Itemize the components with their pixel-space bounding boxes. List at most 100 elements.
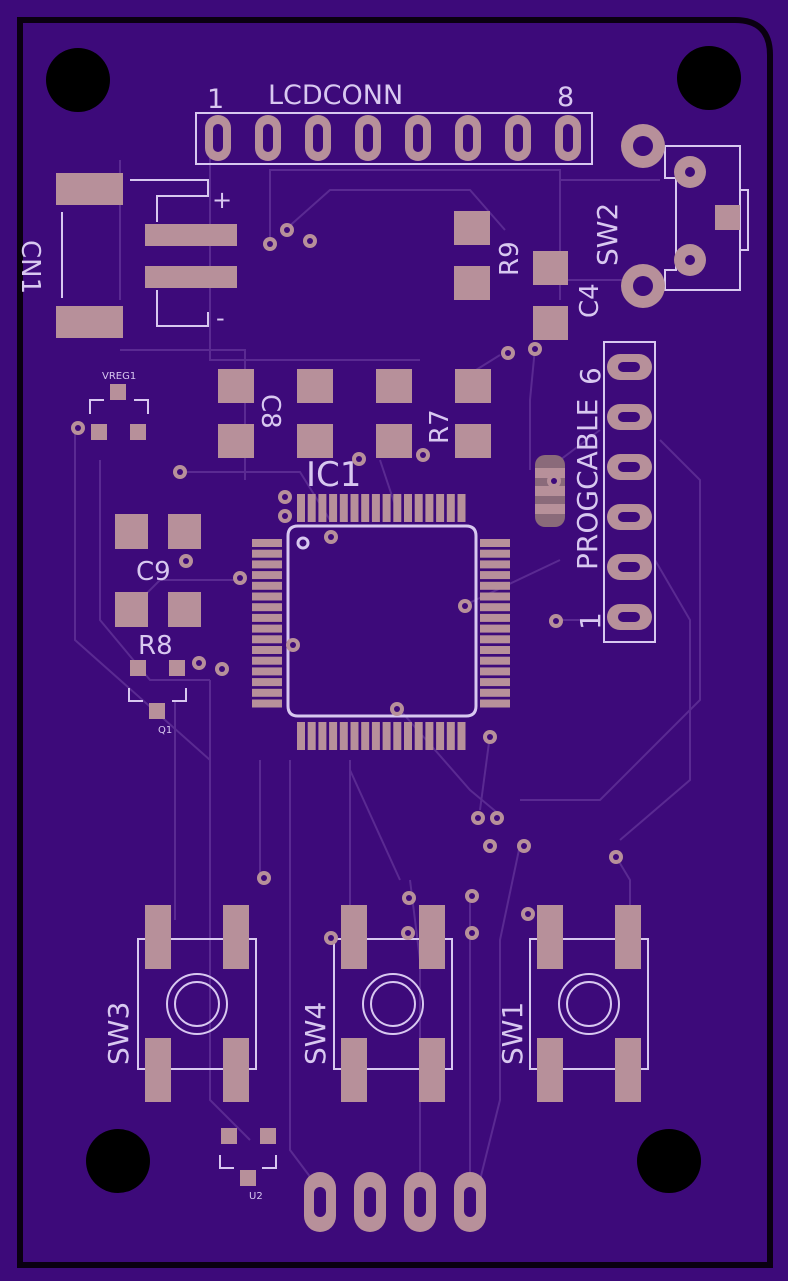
ic1-pin-bottom-6 [350, 722, 359, 750]
sw4-switch [333, 905, 453, 1102]
u2-component: U2 [219, 1128, 277, 1202]
ic1-pin-right-1 [480, 539, 510, 547]
ic1-pin-bottom-14 [436, 722, 445, 750]
ic1-pin-right-9 [480, 624, 510, 633]
lcd-connector-label: LCDCONN [268, 80, 403, 111]
sw4-label: SW4 [299, 1002, 332, 1065]
mounting-holes [46, 46, 741, 1193]
vias [71, 223, 623, 945]
ic1-pin-bottom-12 [414, 722, 423, 750]
ic1-pin1-marker [296, 536, 310, 550]
r9-resistor: R9 [454, 211, 525, 300]
r8-label: R8 [138, 631, 173, 661]
via-drill-26 [521, 843, 527, 849]
bottom-pin-hole-3 [414, 1187, 426, 1217]
u2-pad-right [260, 1128, 276, 1144]
progcable-label: PROGCABLE [571, 399, 604, 570]
q1-pad-right [169, 660, 185, 676]
q1-silk [128, 688, 187, 702]
lcd-pin-hole-7 [513, 124, 523, 152]
sw2-mech-pad [715, 205, 740, 230]
ic1-pin-left-10 [252, 635, 282, 644]
vreg1-pad-right [130, 424, 146, 440]
cn1-pad-minus [145, 266, 237, 288]
via-drill-21 [394, 706, 400, 712]
r7-label: R7 [425, 409, 455, 444]
prog-pin-hole-4 [618, 462, 640, 472]
lcd-pin-hole-4 [363, 124, 373, 152]
via-drill-3 [307, 238, 313, 244]
ic1-pin-top-5 [339, 494, 348, 522]
prog-pin-hole-2 [618, 562, 640, 572]
via-drill-13 [551, 478, 557, 484]
ic1-pin-top-14 [436, 494, 445, 522]
ic1-pin-right-3 [480, 560, 510, 569]
r7-pad-2 [376, 424, 412, 458]
ic1-pin-top-8 [371, 494, 380, 522]
u2-pad-left [221, 1128, 237, 1144]
ic1-pin-top-15 [446, 494, 455, 522]
r7-pad-3 [455, 369, 491, 403]
via-drill-20 [219, 666, 225, 672]
via-drill-23 [475, 815, 481, 821]
q1-pad-bottom [149, 703, 165, 719]
sw4-pad-1 [341, 905, 367, 969]
via-drill-30 [469, 893, 475, 899]
mount-hole-bottom-left [86, 1129, 150, 1193]
lcd-pin-1-label: 1 [207, 84, 224, 115]
ic1-pin-top-1 [297, 494, 305, 522]
r8-pad-1 [115, 592, 148, 627]
cn1-label: CN1 [15, 240, 45, 294]
u2-silk [219, 1155, 277, 1169]
ic1-pin-bottom-5 [339, 722, 348, 750]
r9-label: R9 [495, 241, 525, 276]
ic1-pin-right-16 [480, 699, 510, 708]
progcable-outline [603, 341, 656, 643]
ic1-pin-right-5 [480, 581, 510, 590]
ic1-pin-right-13 [480, 667, 510, 676]
sw1-actuator-inner [566, 981, 612, 1027]
sw3-pad-1 [145, 905, 171, 969]
ic1-pin-bottom-11 [404, 722, 412, 750]
via-drill-2 [284, 227, 290, 233]
ic1-outline [286, 524, 478, 718]
ic1-pin-right-7 [480, 603, 510, 612]
via-drill-1 [267, 241, 273, 247]
ic1-pin-top-9 [382, 494, 391, 522]
sw4-actuator-outer [362, 973, 424, 1035]
lcd-connector-outline [195, 112, 593, 165]
ic1-pin-right-12 [480, 656, 510, 665]
cn1-silk-bottom [156, 290, 209, 327]
via-drill-31 [405, 930, 411, 936]
sw2-label: SW2 [591, 203, 624, 266]
ic1-pin-bottom-15 [446, 722, 455, 750]
lcd-pin-hole-8 [563, 124, 573, 152]
c4-capacitor: C4 [533, 251, 605, 340]
c8-pad-2 [218, 424, 254, 458]
c4-label: C4 [575, 283, 605, 318]
ic1-pin-left-1 [252, 539, 282, 547]
sw3-label: SW3 [102, 1002, 135, 1065]
prog-pin-hole-3 [618, 512, 640, 522]
ic1-pin-bottom-10 [393, 722, 402, 750]
via-drill-6 [75, 425, 81, 431]
vreg1-label: VREG1 [102, 371, 136, 382]
via-drill-7 [177, 469, 183, 475]
r7-pad-4 [455, 424, 491, 458]
via-drill-24 [494, 815, 500, 821]
c8-pad-3 [297, 369, 333, 403]
sw1-pad-2 [615, 905, 641, 969]
c8-pad-4 [297, 424, 333, 458]
vreg1-pad-left [91, 424, 107, 440]
via-drill-8 [282, 494, 288, 500]
sw3-switch [137, 905, 257, 1102]
prog-pin-hole-5 [618, 412, 640, 422]
sw4-pad-2 [419, 905, 445, 969]
sw3-actuator-inner [174, 981, 220, 1027]
progcable-connector: PROGCABLE 1 6 [571, 341, 656, 643]
c9-label: C9 [136, 557, 171, 587]
q1-label: Q1 [158, 725, 172, 736]
sw1-label: SW1 [496, 1002, 529, 1065]
